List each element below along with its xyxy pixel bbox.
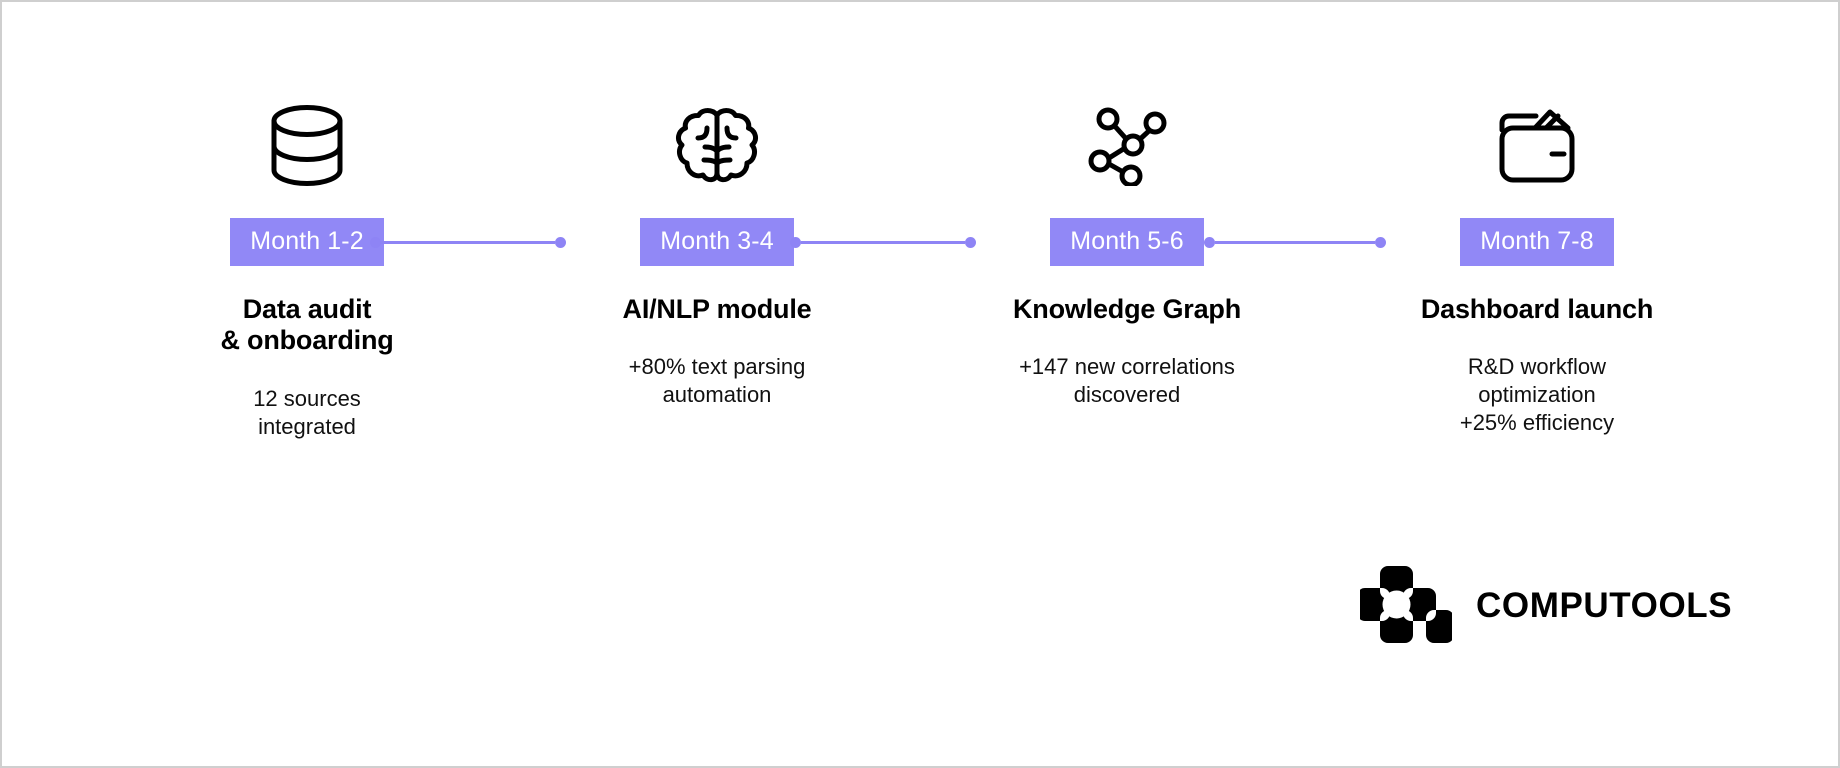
database-icon — [270, 98, 344, 194]
stage-description: +80% text parsing automation — [628, 354, 806, 408]
timeline-stage-3: Month 5-6 Knowledge Graph +147 new corre… — [922, 98, 1386, 409]
stage-badge[interactable]: Month 7-8 — [1460, 218, 1614, 266]
connector-dot-start — [1204, 236, 1215, 248]
stage-title: Knowledge Graph — [1012, 294, 1242, 324]
badge-row-4: Month 7-8 — [1332, 218, 1742, 266]
stage-title: Data audit & onboarding — [220, 294, 394, 356]
stage-description: R&D workflow optimization +25% efficienc… — [1459, 354, 1615, 436]
stage-badge[interactable]: Month 5-6 — [1050, 218, 1204, 266]
wallet-icon — [1494, 98, 1580, 194]
badge-row-3: Month 5-6 — [922, 218, 1386, 266]
computools-logo-mark — [1357, 564, 1454, 646]
stage-description: 12 sources integrated — [253, 385, 361, 439]
stage-title: AI/NLP module — [622, 294, 812, 324]
timeline-stage-2: Month 3-4 AI/NLP module +80% text parsin… — [512, 98, 976, 409]
stage-badge[interactable]: Month 1-2 — [230, 218, 384, 266]
stage-description: +147 new correlations discovered — [1019, 354, 1235, 408]
stage-title: Dashboard launch — [1420, 294, 1654, 324]
badge-row-2: Month 3-4 — [512, 218, 976, 266]
timeline: Month 1-2 Data audit & onboarding 12 sou… — [102, 98, 1742, 441]
timeline-stage-4: Month 7-8 Dashboard launch R&D workflow … — [1332, 98, 1742, 437]
brain-icon — [674, 98, 760, 194]
stage-badge[interactable]: Month 3-4 — [640, 218, 794, 266]
timeline-stage-1: Month 1-2 Data audit & onboarding 12 sou… — [102, 98, 566, 441]
brand-logo: COMPUTOOLS — [1357, 564, 1733, 646]
graph-network-icon — [1087, 98, 1167, 194]
badge-row-1: Month 1-2 — [102, 218, 566, 266]
logo-wordmark: COMPUTOOLS — [1476, 585, 1733, 625]
